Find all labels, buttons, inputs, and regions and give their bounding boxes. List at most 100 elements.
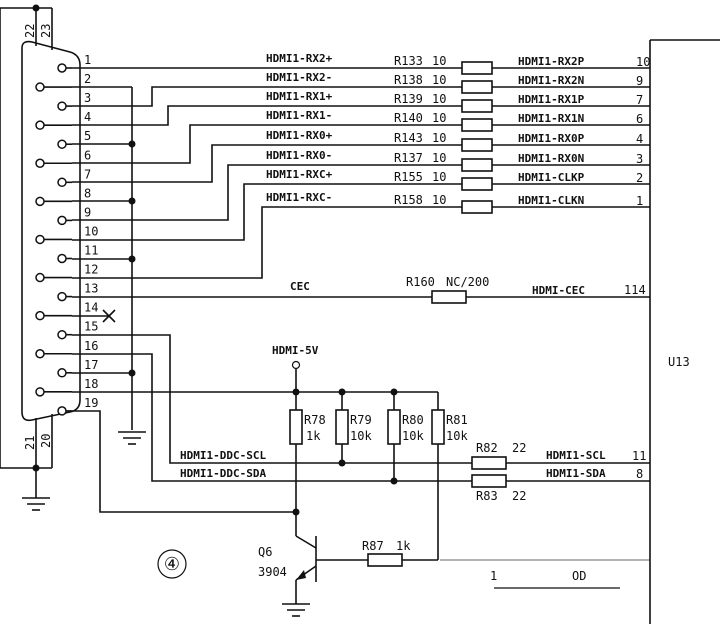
ic-net-label: HDMI1-CLKP	[518, 171, 585, 184]
ground-icon	[282, 603, 310, 617]
ddc-scl-net: HDMI1-DDC-SCL	[180, 449, 266, 462]
connector-pin-number: 3	[84, 91, 91, 105]
series-resistor-ref: R143	[394, 131, 423, 145]
r82-val: 22	[512, 441, 526, 455]
connector-pin-number: 14	[84, 301, 98, 315]
r160-resistor	[431, 290, 467, 304]
ic-net-label: HDMI1-RX1P	[518, 93, 585, 106]
diff-pair-net: HDMI1-RX2-	[266, 71, 332, 84]
r78-ref: R78	[304, 413, 326, 427]
connector-pin-15	[57, 329, 67, 340]
r81-val: 10k	[446, 429, 468, 443]
partial-text-left: 1	[490, 569, 497, 583]
series-resistor-ref: R139	[394, 92, 423, 106]
connector-pin-14	[35, 310, 45, 321]
r82-resistor	[471, 456, 507, 470]
power-net-label: HDMI-5V	[272, 344, 319, 357]
power-node-icon	[291, 360, 301, 370]
connector-pin-number: 7	[84, 167, 91, 181]
series-resistor-val: 10	[432, 92, 446, 106]
series-resistor	[461, 177, 493, 191]
connector-pin-9	[57, 215, 67, 226]
r87-ref: R87	[362, 539, 384, 553]
series-resistor	[461, 80, 493, 94]
ic-sda-net: HDMI1-SDA	[546, 467, 606, 480]
ground-icon	[118, 431, 146, 445]
ddc-sda-net: HDMI1-DDC-SDA	[180, 467, 266, 480]
connector-pin-11	[57, 253, 67, 264]
diff-pair-net: HDMI1-RX0+	[266, 129, 333, 142]
diff-pair-net: HDMI1-RX0-	[266, 149, 332, 162]
series-resistor-val: 10	[432, 193, 446, 207]
connector-pin-number: 19	[84, 396, 98, 410]
ic-scl-net: HDMI1-SCL	[546, 449, 606, 462]
connector-pin-number: 15	[84, 320, 98, 334]
r80-ref: R80	[402, 413, 424, 427]
ic-pin-number: 1	[636, 194, 643, 208]
r83-val: 22	[512, 489, 526, 503]
connector-pin-number: 1	[84, 53, 91, 67]
ic-sda-pin: 8	[636, 467, 643, 481]
series-resistor	[461, 158, 493, 172]
r87-val: 1k	[396, 539, 411, 553]
ic-net-label: HDMI1-RX2P	[518, 55, 585, 68]
series-resistor-val: 10	[432, 131, 446, 145]
series-resistor-val: 10	[432, 111, 446, 125]
connector-pin-number: 2	[84, 72, 91, 86]
cec-net: CEC	[290, 280, 310, 293]
figure-label-circle	[157, 549, 187, 579]
series-resistor-val: 10	[432, 170, 446, 184]
series-resistor-val: 10	[432, 54, 446, 68]
diff-pair-net: HDMI1-RX1-	[266, 109, 332, 122]
r87-resistor	[367, 553, 403, 567]
shield-pin-22: 22	[23, 24, 37, 38]
series-resistor-val: 10	[432, 151, 446, 165]
r160-val: NC/200	[446, 275, 489, 289]
no-connect-icon	[102, 309, 116, 323]
connector-pin-18	[35, 387, 45, 397]
diff-pair-net: HDMI1-RXC+	[266, 168, 333, 181]
r83-resistor	[471, 474, 507, 488]
ground-icon	[22, 497, 50, 511]
series-resistor-val: 10	[432, 73, 446, 87]
series-resistor-ref: R133	[394, 54, 423, 68]
connector-pin-10	[35, 234, 45, 245]
connector-pin-number: 18	[84, 377, 98, 391]
ic-scl-pin: 11	[632, 449, 646, 463]
shield-pin-20: 20	[39, 434, 53, 448]
ic-net-label: HDMI1-CLKN	[518, 194, 584, 207]
r83-ref: R83	[476, 489, 498, 503]
ic-net-label: HDMI1-RX1N	[518, 112, 584, 125]
connector-pin-number: 10	[84, 224, 98, 238]
connector-pin-number: 12	[84, 263, 98, 277]
r82-ref: R82	[476, 441, 498, 455]
connector-pin-2	[35, 82, 45, 92]
transistor-q6-icon	[295, 512, 438, 604]
ic-pin-number: 7	[636, 93, 643, 107]
connector-pin-6	[35, 158, 45, 168]
figure-label: ④	[164, 554, 180, 575]
r79-ref: R79	[350, 413, 372, 427]
q6-ref: Q6	[258, 545, 272, 559]
connector-pin-16	[35, 349, 45, 359]
r80-val: 10k	[402, 429, 424, 443]
ic-pin-number: 2	[636, 171, 643, 185]
connector-pin-number: 11	[84, 244, 98, 258]
series-resistor-ref: R158	[394, 193, 423, 207]
connector-pin-number: 5	[84, 129, 91, 143]
connector-pin-1	[57, 63, 67, 73]
diff-pair-net: HDMI1-RX1+	[266, 90, 333, 103]
diff-pair-net: HDMI1-RX2+	[266, 52, 333, 65]
series-resistor-ref: R137	[394, 151, 423, 165]
connector-pin-4	[35, 120, 45, 130]
shield-pin-21: 21	[23, 436, 37, 450]
connector-pin-12	[35, 272, 45, 283]
q6-part: 3904	[258, 565, 287, 579]
partial-text-right: OD	[572, 569, 586, 583]
r78-val: 1k	[306, 429, 321, 443]
connector-pin-number: 6	[84, 148, 91, 162]
ic-pin-number: 3	[636, 152, 643, 166]
